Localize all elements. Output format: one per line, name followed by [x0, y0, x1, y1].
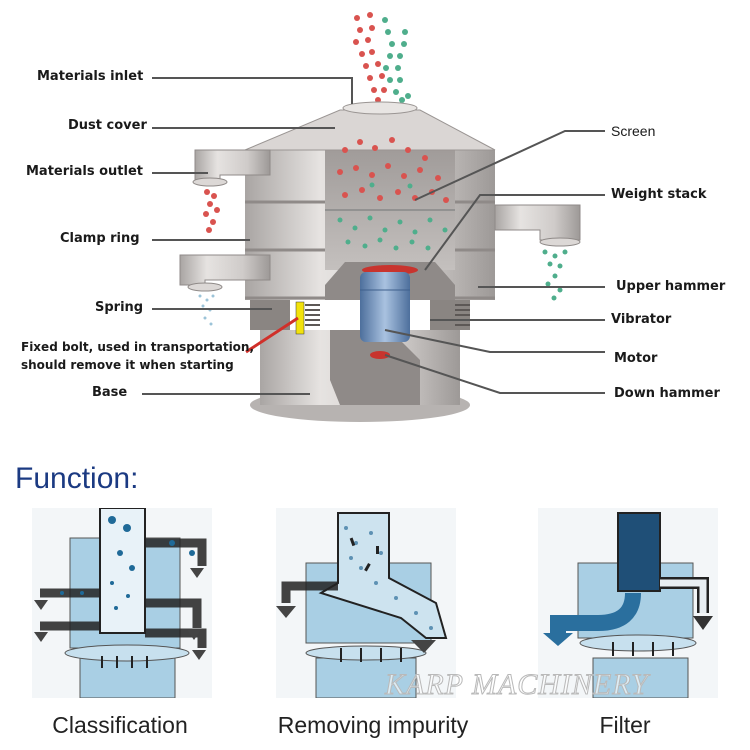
- label-vibrator: Vibrator: [611, 312, 672, 327]
- fixed-bolt-pointer: [245, 316, 299, 354]
- caption-filter: Filter: [599, 712, 651, 738]
- watermark: KARP MACHINERY: [385, 668, 649, 702]
- outlet-particles: [198, 189, 568, 326]
- classification-illustration: [32, 508, 212, 698]
- label-weight-stack: Weight stack: [611, 187, 707, 202]
- dust-cover-shape: [244, 101, 496, 151]
- fixed-bolt-note-line2: should remove it when starting: [21, 358, 234, 372]
- leader-lines: [142, 77, 605, 395]
- label-base: Base: [92, 385, 128, 400]
- label-upper-hammer: Upper hammer: [616, 279, 726, 294]
- fixed-bolt-note-line1: Fixed bolt, used in transportation,: [21, 340, 255, 354]
- label-clamp-ring: Clamp ring: [60, 231, 140, 246]
- filter-illustration: [538, 508, 718, 698]
- function-title: Function:: [15, 462, 139, 495]
- base-shape: [250, 330, 470, 422]
- fixed-bolt-note: Fixed bolt, used in transportation, shou…: [21, 338, 254, 374]
- label-materials-outlet: Materials outlet: [26, 164, 143, 179]
- label-spring: Spring: [95, 300, 144, 315]
- vibrating-sieve-illustration: [142, 12, 605, 422]
- outlet-spouts: [179, 149, 581, 292]
- label-motor: Motor: [614, 351, 658, 366]
- label-down-hammer: Down hammer: [614, 386, 720, 401]
- motor-assembly: [360, 265, 418, 359]
- inlet-particle-stream: [353, 12, 411, 103]
- interior-particles: [337, 137, 449, 251]
- caption-removing-impurity: Removing impurity: [277, 712, 469, 738]
- caption-classification: Classification: [52, 712, 188, 738]
- label-dust-cover: Dust cover: [68, 118, 147, 133]
- label-screen: Screen: [611, 123, 656, 139]
- label-materials-inlet: Materials inlet: [37, 69, 144, 84]
- removing-impurity-illustration: [276, 508, 456, 698]
